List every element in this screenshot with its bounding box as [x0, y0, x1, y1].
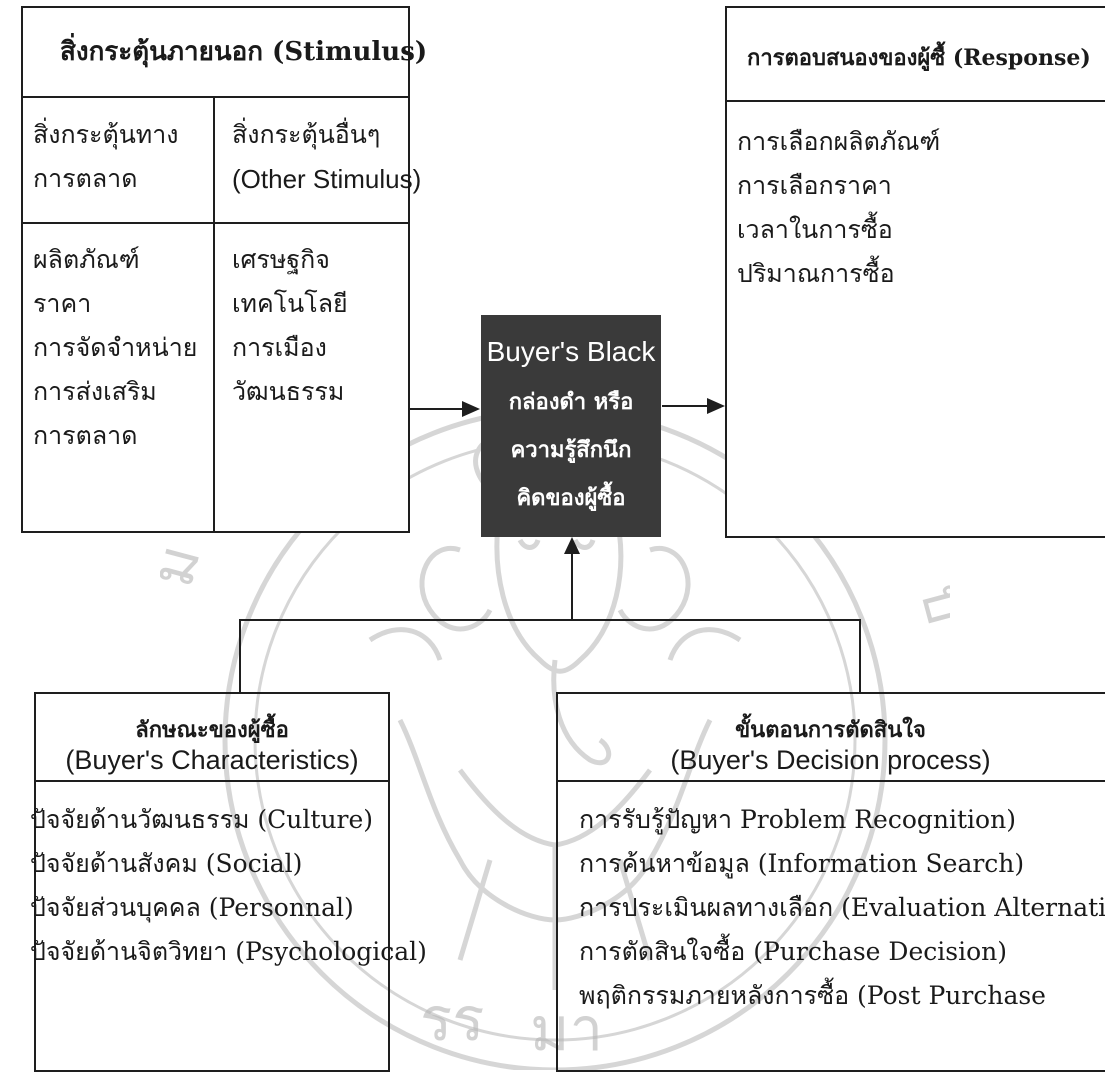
decision-title-en: (Buyer's Decision process): [556, 745, 1105, 776]
characteristics-divider: [34, 780, 390, 782]
arrowhead: [462, 401, 480, 417]
list-item: ปัจจัยด้านสังคม (Social): [30, 842, 427, 886]
list-item: การประเมินผลทางเลือก (Evaluation Alterna…: [579, 886, 1105, 930]
list-item: การตัดสินใจซื้อ (Purchase Decision): [579, 930, 1105, 974]
decision-divider: [556, 780, 1105, 782]
list-item: ปัจจัยด้านจิตวิทยา (Psychological): [30, 930, 427, 974]
arrowhead: [564, 537, 580, 554]
list-item: ปัจจัยด้านวัฒนธรรม (Culture): [30, 798, 427, 842]
list-item: ปัจจัยส่วนบุคคล (Personnal): [30, 886, 427, 930]
decision-title-th: ขั้นตอนการตัดสินใจ: [556, 712, 1105, 747]
characteristics-title-en: (Buyer's Characteristics): [34, 745, 390, 776]
decision-list: การรับรู้ปัญหา Problem Recognition) การค…: [579, 798, 1105, 1018]
list-item: การค้นหาข้อมูล (Information Search): [579, 842, 1105, 886]
characteristics-list: ปัจจัยด้านวัฒนธรรม (Culture) ปัจจัยด้านส…: [30, 798, 427, 974]
list-item: พฤติกรรมภายหลังการซื้อ (Post Purchase: [579, 974, 1105, 1018]
bottom-bracket: [240, 620, 860, 692]
arrowhead: [707, 398, 725, 414]
list-item: การรับรู้ปัญหา Problem Recognition): [579, 798, 1105, 842]
characteristics-title-th: ลักษณะของผู้ซื้อ: [34, 712, 390, 747]
